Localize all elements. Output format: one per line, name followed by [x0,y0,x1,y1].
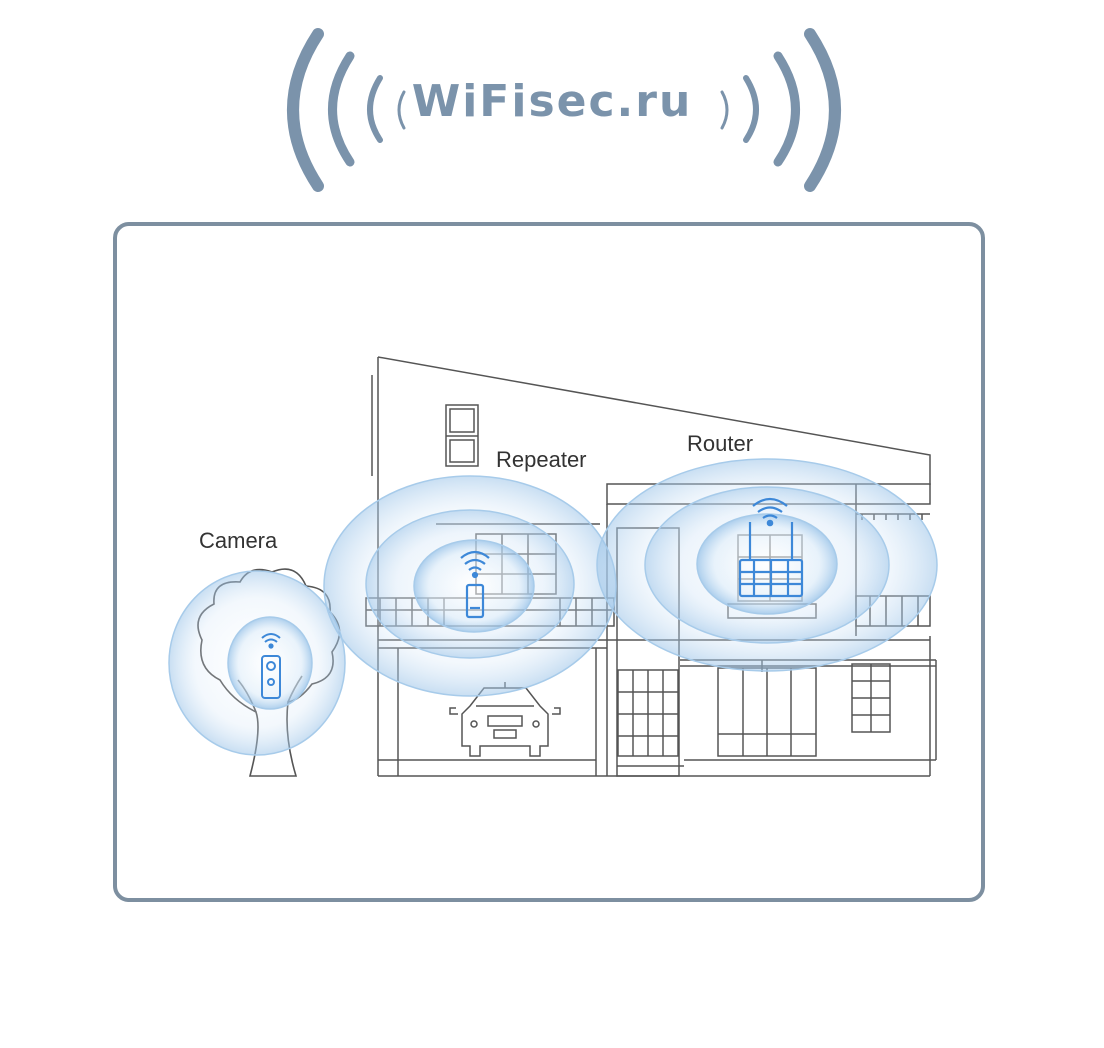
logo-arc-right-3 [743,75,759,143]
logo-arc-right-2 [773,51,800,167]
logo-arc-left-outer [287,28,324,192]
logo-arc-left-2 [328,51,355,167]
repeater-wifi-icon [460,550,490,579]
logo-text: WiFisec.ru [411,76,693,127]
logo-arc-right-outer [804,28,841,192]
wifisec-logo [287,28,841,192]
camera-wifi-icon [261,633,281,649]
logo-arc-left-3 [367,75,383,143]
logo-arc-right-inner [720,90,729,130]
car [449,682,561,757]
diagram-frame [113,222,985,902]
signal-router [596,458,938,672]
logo-arc-left-inner [397,90,406,130]
router-wifi-icon [752,497,788,527]
camera-label: Camera [199,528,278,553]
router-label: Router [687,431,754,456]
repeater-device-icon [460,550,490,619]
camera-device-icon [261,633,281,699]
signal-camera [168,570,346,756]
repeater-label: Repeater [496,447,587,472]
router-device-icon [738,497,804,598]
house-roof [377,356,931,485]
